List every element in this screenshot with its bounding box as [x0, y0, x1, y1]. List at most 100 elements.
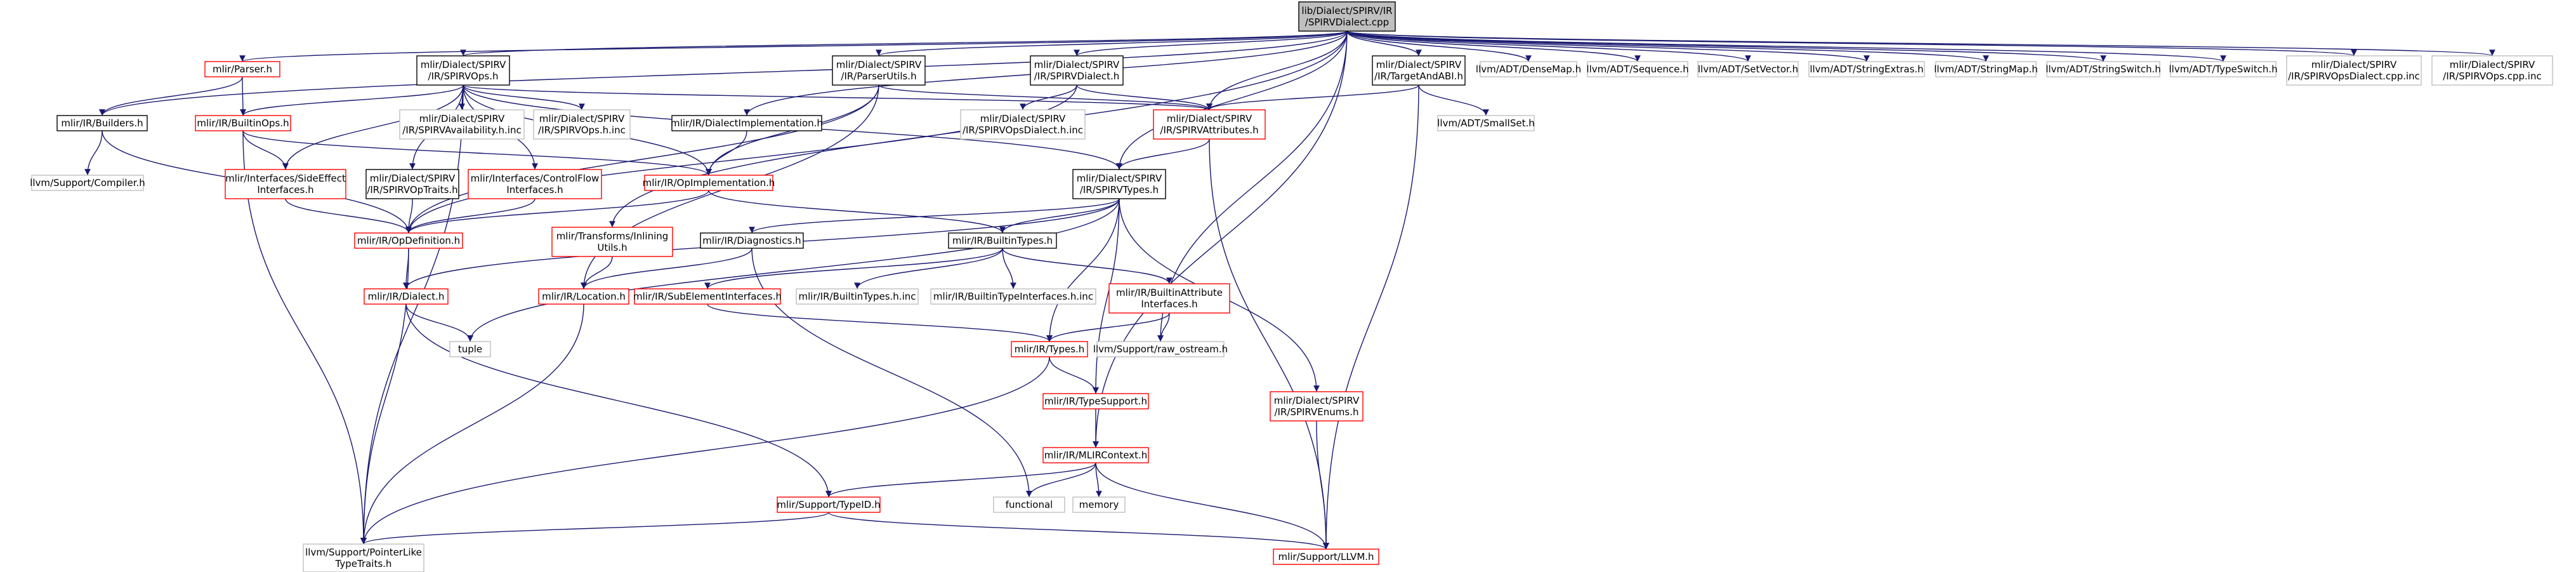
node-diagnostics[interactable]: mlir/IR/Diagnostics.h — [700, 232, 804, 249]
node-subelement[interactable]: mlir/IR/SubElementInterfaces.h — [633, 288, 782, 305]
node-label-opsdialectcppinc-line-1: /IR/SPIRVOpsDialect.cpp.inc — [2288, 70, 2420, 82]
node-builders[interactable]: mlir/IR/Builders.h — [56, 115, 148, 131]
node-box-stringextras — [1808, 61, 1925, 77]
node-label-inlining-line-1: Utils.h — [597, 242, 627, 253]
edge-spirvtypes-to-builtintypes — [999, 198, 1120, 234]
node-stringextras[interactable]: llvm/ADT/StringExtras.h — [1808, 61, 1925, 77]
node-typeswitch[interactable]: llvm/ADT/TypeSwitch.h — [2169, 61, 2278, 77]
node-label-opimpl-line-0: mlir/IR/OpImplementation.h — [643, 177, 775, 189]
node-builtintypeifaces[interactable]: mlir/IR/BuiltinTypeInterfaces.h.inc — [930, 288, 1096, 305]
node-functional[interactable]: functional — [993, 496, 1065, 513]
edge-spirvdialect-to-opdefinition — [405, 84, 1077, 234]
node-label-attributes-line-1: /IR/SPIRVAttributes.h — [1160, 124, 1258, 136]
node-sequence[interactable]: llvm/ADT/Sequence.h — [1586, 61, 1689, 77]
node-builtintypes[interactable]: mlir/IR/BuiltinTypes.h — [948, 232, 1057, 249]
edge-types-to-pointerlike — [360, 356, 1050, 545]
node-typesupport[interactable]: mlir/IR/TypeSupport.h — [1042, 393, 1149, 409]
node-opshinc[interactable]: mlir/Dialect/SPIRV/IR/SPIRVOps.h.inc — [533, 109, 631, 140]
node-types[interactable]: mlir/IR/Types.h — [1011, 341, 1088, 357]
node-box-location — [538, 288, 629, 305]
edge-root-to-stringextras — [1346, 30, 1870, 62]
node-box-builtintypes — [948, 232, 1057, 249]
node-compiler[interactable]: llvm/Support/Compiler.h — [30, 175, 145, 191]
node-optraits[interactable]: mlir/Dialect/SPIRV/IR/SPIRVOpTraits.h — [365, 169, 459, 199]
node-stringmap[interactable]: llvm/ADT/StringMap.h — [1934, 61, 2038, 77]
node-spirvdialect[interactable]: mlir/Dialect/SPIRV/IR/SPIRVDialect.h — [1030, 55, 1124, 86]
node-box-builtintypeifaces — [930, 288, 1096, 305]
edge-builtintypes-to-builtinattrifaces — [1002, 248, 1173, 284]
node-label-functional-line-0: functional — [1006, 499, 1053, 510]
node-label-spirvdialect-line-1: /IR/SPIRVDialect.h — [1034, 70, 1120, 82]
node-dialectimpl[interactable]: mlir/IR/DialectImplementation.h — [671, 115, 823, 131]
node-dialect[interactable]: mlir/IR/Dialect.h — [364, 288, 449, 305]
node-opscppinc[interactable]: mlir/Dialect/SPIRV/IR/SPIRVOps.cpp.inc — [2431, 55, 2553, 86]
node-spirvtypes[interactable]: mlir/Dialect/SPIRV/IR/SPIRVTypes.h — [1072, 169, 1166, 199]
node-availinc[interactable]: mlir/Dialect/SPIRV/IR/SPIRVAvailability.… — [399, 109, 525, 140]
node-label-builtintypes-line-0: mlir/IR/BuiltinTypes.h — [952, 235, 1053, 246]
node-box-tuple — [449, 341, 491, 357]
edge-mlircontext-to-memory — [1095, 462, 1102, 498]
node-densemap[interactable]: llvm/ADT/DenseMap.h — [1476, 61, 1581, 77]
node-typeid[interactable]: mlir/Support/TypeID.h — [777, 496, 881, 513]
node-box-dialect — [364, 288, 449, 305]
node-setvector[interactable]: llvm/ADT/SetVector.h — [1697, 61, 1799, 77]
node-label-builtinops-line-0: mlir/IR/BuiltinOps.h — [197, 117, 289, 129]
node-parserutils[interactable]: mlir/Dialect/SPIRV/IR/ParserUtils.h — [832, 55, 926, 86]
node-label-stringswitch-line-0: llvm/ADT/StringSwitch.h — [2046, 63, 2161, 75]
node-label-pointerlike-line-0: llvm/Support/PointerLike — [305, 547, 422, 558]
node-location[interactable]: mlir/IR/Location.h — [538, 288, 629, 305]
node-stringswitch[interactable]: llvm/ADT/StringSwitch.h — [2046, 61, 2161, 77]
node-box-diagnostics — [700, 232, 804, 249]
node-parser[interactable]: mlir/Parser.h — [204, 61, 280, 77]
node-label-compiler-line-0: llvm/Support/Compiler.h — [30, 177, 145, 189]
node-tuple[interactable]: tuple — [449, 341, 491, 357]
node-label-parser-line-0: mlir/Parser.h — [213, 63, 272, 75]
node-opdefinition[interactable]: mlir/IR/OpDefinition.h — [354, 232, 463, 249]
node-label-enums-line-1: /IR/SPIRVEnums.h — [1274, 406, 1358, 418]
node-smallset[interactable]: llvm/ADT/SmallSet.h — [1437, 115, 1535, 131]
node-attributes[interactable]: mlir/Dialect/SPIRV/IR/SPIRVAttributes.h — [1153, 109, 1266, 140]
node-label-root-line-1: /SPIRVDialect.cpp — [1305, 17, 1389, 28]
node-opsdialectcppinc[interactable]: mlir/Dialect/SPIRV/IR/SPIRVOpsDialect.cp… — [2286, 55, 2422, 86]
node-label-typesupport-line-0: mlir/IR/TypeSupport.h — [1044, 396, 1147, 407]
node-spirvops[interactable]: mlir/Dialect/SPIRV/IR/SPIRVOps.h — [416, 55, 510, 86]
node-label-sideeffect-line-0: mlir/Interfaces/SideEffect — [225, 173, 346, 184]
node-box-builders — [56, 115, 148, 131]
edge-builtinops-to-pointerlike — [242, 130, 367, 545]
node-opsdialecthinc[interactable]: mlir/Dialect/SPIRV/IR/SPIRVOpsDialect.h.… — [960, 109, 1086, 140]
node-llvm[interactable]: mlir/Support/LLVM.h — [1273, 549, 1379, 565]
node-builtinops[interactable]: mlir/IR/BuiltinOps.h — [195, 115, 291, 131]
edge-opimpl-to-opdefinition — [405, 190, 709, 234]
node-opimpl[interactable]: mlir/IR/OpImplementation.h — [643, 175, 775, 191]
node-label-typeid-line-0: mlir/Support/TypeID.h — [777, 499, 880, 510]
node-label-parserutils-line-0: mlir/Dialect/SPIRV — [836, 59, 922, 70]
edge-root-to-parser — [239, 30, 1348, 62]
node-targetandabi[interactable]: mlir/Dialect/SPIRV/IR/TargetAndABI.h — [1372, 55, 1466, 86]
edge-spirvtypes-to-diagnostics — [749, 198, 1120, 234]
node-enums[interactable]: mlir/Dialect/SPIRV/IR/SPIRVEnums.h — [1270, 391, 1364, 422]
node-box-enums — [1270, 391, 1364, 422]
node-rawostream[interactable]: llvm/Support/raw_ostream.h — [1093, 341, 1228, 357]
edge-builtintypes-to-builtintypesinc — [854, 248, 1003, 289]
node-label-spirvops-line-1: /IR/SPIRVOps.h — [428, 70, 499, 82]
node-label-optraits-line-1: /IR/SPIRVOpTraits.h — [367, 184, 457, 196]
edge-optraits-to-opdefinition — [405, 198, 413, 234]
node-builtintypesinc[interactable]: mlir/IR/BuiltinTypes.h.inc — [796, 288, 919, 305]
node-label-spirvops-line-0: mlir/Dialect/SPIRV — [421, 59, 506, 70]
node-memory[interactable]: memory — [1072, 496, 1126, 513]
node-box-sequence — [1587, 61, 1688, 77]
edge-typeid-to-llvm — [828, 512, 1329, 550]
node-box-types — [1011, 341, 1088, 357]
edge-spirvops-to-pointerlike — [360, 84, 464, 545]
edge-location-to-pointerlike — [360, 303, 584, 545]
edge-root-to-stringmap — [1346, 30, 1989, 62]
node-label-stringextras-line-0: llvm/ADT/StringExtras.h — [1810, 63, 1923, 75]
node-box-controlflow — [468, 169, 602, 199]
node-mlircontext[interactable]: mlir/IR/MLIRContext.h — [1042, 447, 1149, 463]
node-label-sideeffect-line-1: Interfaces.h — [257, 184, 313, 196]
